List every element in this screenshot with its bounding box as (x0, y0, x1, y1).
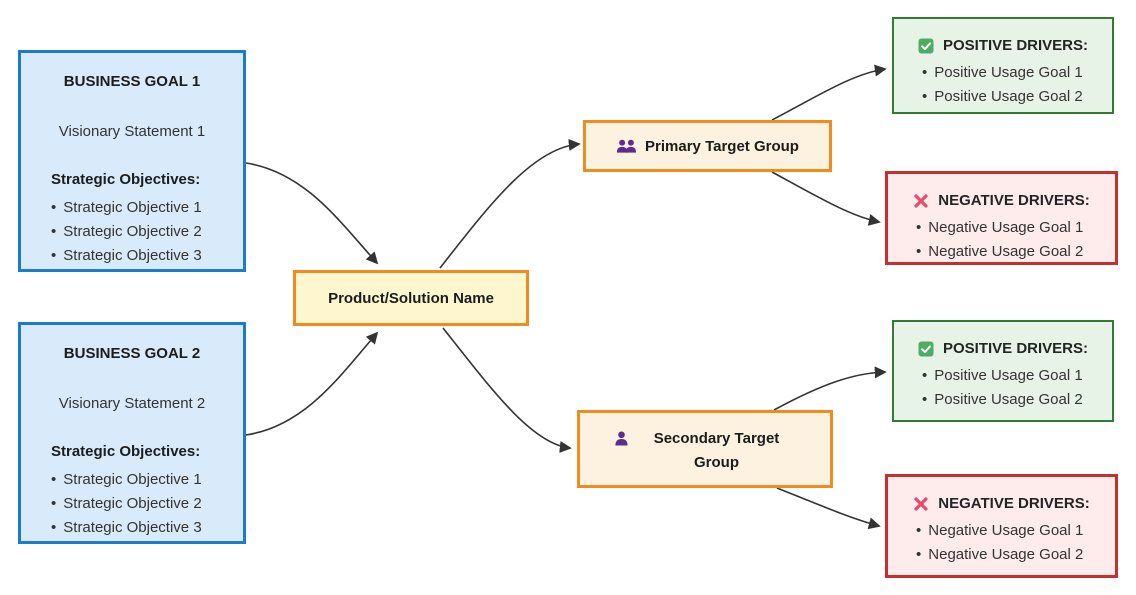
edge-product-primary (439, 138, 581, 269)
driver-item: Negative Usage Goal 1 (916, 519, 1115, 543)
check-icon (918, 341, 934, 357)
driver-list: Positive Usage Goal 1 Positive Usage Goa… (894, 364, 1112, 412)
objectives-list: Strategic Objective 1 Strategic Objectiv… (21, 468, 243, 540)
edge-secondary-positive (773, 366, 887, 411)
driver-item: Positive Usage Goal 2 (922, 388, 1112, 412)
target-group-label: Secondary Target Group (653, 430, 780, 471)
driver-heading: POSITIVE DRIVERS: (942, 37, 1089, 54)
driver-heading: POSITIVE DRIVERS: (942, 340, 1089, 357)
primary-target-group-node: Primary Target Group (583, 120, 832, 172)
goal-title: BUSINESS GOAL 2 (63, 345, 201, 362)
driver-item: Negative Usage Goal 2 (916, 240, 1115, 264)
visionary-statement: Visionary Statement 1 (58, 123, 206, 140)
product-solution-node: Product/Solution Name (293, 270, 529, 326)
objective-item: Strategic Objective 2 (51, 220, 243, 244)
driver-item: Positive Usage Goal 1 (922, 61, 1112, 85)
primary-positive-drivers-node: POSITIVE DRIVERS: Positive Usage Goal 1 … (892, 17, 1114, 114)
edge-product-secondary (442, 327, 572, 453)
driver-list: Positive Usage Goal 1 Positive Usage Goa… (894, 61, 1112, 109)
objective-item: Strategic Objective 3 (51, 516, 243, 540)
driver-heading: NEGATIVE DRIVERS: (938, 192, 1090, 209)
people-icon (616, 139, 637, 153)
driver-heading: NEGATIVE DRIVERS: (938, 495, 1090, 512)
objectives-heading: Strategic Objectives: (51, 443, 201, 460)
person-icon (614, 431, 629, 446)
driver-heading-row: NEGATIVE DRIVERS: (888, 192, 1115, 209)
driver-heading-row: POSITIVE DRIVERS: (894, 340, 1112, 357)
edge-goal2-product (245, 331, 379, 436)
edge-primary-positive (771, 64, 887, 121)
edge-goal1-product (245, 162, 379, 265)
check-icon (918, 38, 934, 54)
driver-item: Negative Usage Goal 1 (916, 216, 1115, 240)
x-icon (913, 496, 929, 512)
edge-primary-negative (771, 171, 881, 226)
goal-title: BUSINESS GOAL 1 (63, 73, 201, 90)
primary-negative-drivers-node: NEGATIVE DRIVERS: Negative Usage Goal 1 … (885, 171, 1118, 265)
objectives-heading: Strategic Objectives: (51, 171, 201, 188)
objective-item: Strategic Objective 3 (51, 244, 243, 268)
target-group-label: Primary Target Group (645, 137, 799, 155)
product-label: Product/Solution Name (328, 289, 494, 307)
edge-secondary-negative (776, 487, 881, 530)
objective-item: Strategic Objective 1 (51, 196, 243, 220)
driver-item: Negative Usage Goal 2 (916, 543, 1115, 567)
objective-item: Strategic Objective 2 (51, 492, 243, 516)
driver-list: Negative Usage Goal 1 Negative Usage Goa… (888, 519, 1115, 567)
driver-item: Positive Usage Goal 2 (922, 85, 1112, 109)
x-icon (913, 193, 929, 209)
objectives-list: Strategic Objective 1 Strategic Objectiv… (21, 196, 243, 268)
secondary-target-group-node: Secondary Target Group (577, 410, 833, 488)
business-goal-2-node: BUSINESS GOAL 2 Visionary Statement 2 St… (18, 322, 246, 544)
secondary-negative-drivers-node: NEGATIVE DRIVERS: Negative Usage Goal 1 … (885, 474, 1118, 578)
objective-item: Strategic Objective 1 (51, 468, 243, 492)
driver-list: Negative Usage Goal 1 Negative Usage Goa… (888, 216, 1115, 264)
secondary-positive-drivers-node: POSITIVE DRIVERS: Positive Usage Goal 1 … (892, 320, 1114, 422)
driver-item: Positive Usage Goal 1 (922, 364, 1112, 388)
visionary-statement: Visionary Statement 2 (58, 395, 206, 412)
driver-heading-row: POSITIVE DRIVERS: (894, 37, 1112, 54)
business-goal-1-node: BUSINESS GOAL 1 Visionary Statement 1 St… (18, 50, 246, 272)
driver-heading-row: NEGATIVE DRIVERS: (888, 495, 1115, 512)
